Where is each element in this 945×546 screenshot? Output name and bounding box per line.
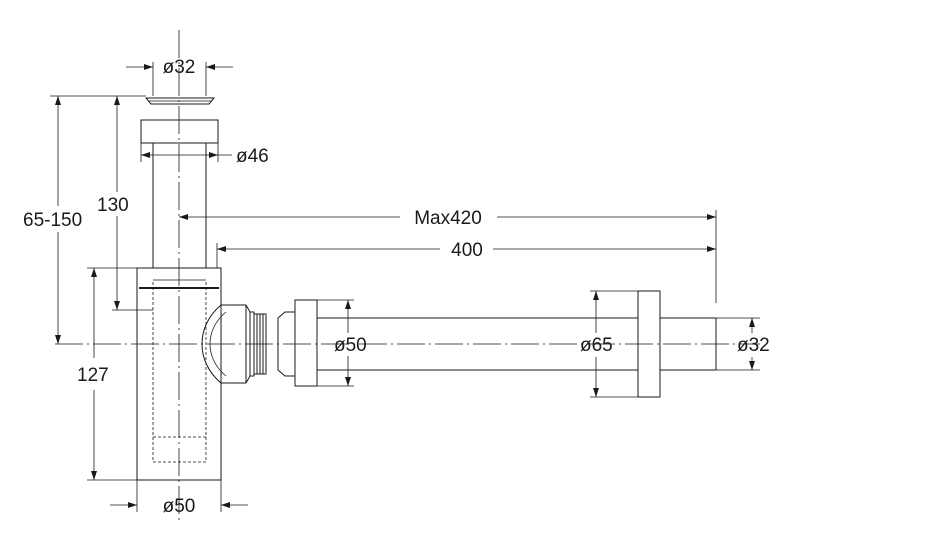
label-outlet-diameter: ø50 — [334, 335, 367, 356]
trap-body — [136, 267, 222, 481]
label-max-length: Max420 — [414, 208, 482, 229]
dimension-labels: ø32 ø46 65-150 130 Max420 400 127 ø50 ø5… — [23, 57, 770, 517]
vertical-tailpipe — [152, 143, 207, 268]
outlet-nut — [277, 299, 318, 387]
wall-rosette — [637, 290, 661, 398]
outlet-thread — [249, 311, 267, 377]
dim-max-length — [179, 210, 717, 303]
horizontal-pipe — [317, 317, 717, 371]
dim-trap-height — [87, 267, 137, 481]
dim-130 — [112, 96, 153, 311]
dim-bottom-diameter — [110, 480, 248, 512]
dim-400 — [216, 243, 716, 268]
label-cap-diameter: ø46 — [236, 146, 269, 167]
outlet-elbow — [201, 304, 251, 384]
dim-top-diameter — [126, 62, 233, 96]
label-height-130: 130 — [97, 195, 129, 216]
waste-flange — [144, 97, 216, 105]
label-top-diameter: ø32 — [163, 57, 196, 78]
label-overall-height: 65-150 — [23, 210, 82, 231]
dim-overall-height — [50, 95, 146, 344]
center-lines — [55, 30, 760, 522]
label-rosette-diameter: ø65 — [580, 335, 613, 356]
cap-nut — [140, 119, 219, 144]
dim-outlet-diameter — [317, 299, 354, 387]
label-pipe-diameter: ø32 — [737, 335, 770, 356]
dim-rosette-diameter — [590, 290, 638, 398]
dim-cap-diameter — [140, 143, 232, 162]
dim-pipe-diameter — [716, 317, 760, 371]
label-bottom-diameter: ø50 — [163, 496, 196, 517]
label-trap-height: 127 — [77, 365, 109, 386]
label-length-400: 400 — [451, 240, 483, 261]
